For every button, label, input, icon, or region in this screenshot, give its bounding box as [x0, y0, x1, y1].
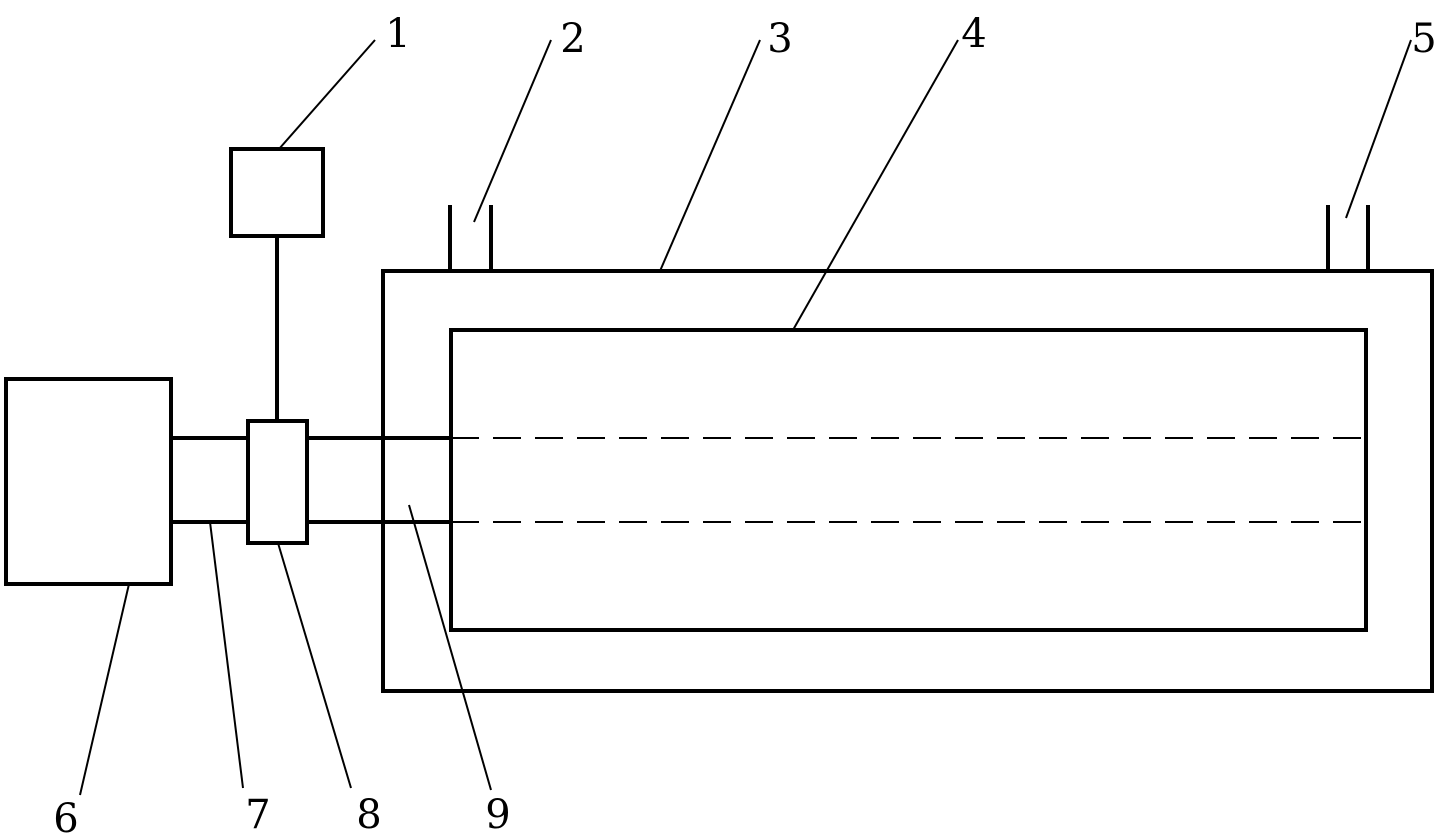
part-3-outer-housing [381, 269, 1434, 693]
callout-label-9: 9 [485, 792, 510, 838]
callout-label-8: 8 [356, 792, 381, 838]
callout-label-5: 5 [1411, 16, 1436, 62]
part-4-inner-chamber [449, 328, 1368, 632]
part-8-coupling [246, 419, 309, 545]
leader-line-8 [277, 542, 352, 789]
part-1-box [229, 147, 325, 238]
leader-line-2 [473, 39, 552, 223]
part-6-box [4, 377, 173, 586]
callout-label-4: 4 [961, 11, 986, 57]
leader-line-3 [659, 39, 761, 272]
leader-line-4 [792, 39, 959, 331]
leader-line-9 [408, 504, 492, 791]
leader-line-5 [1345, 39, 1412, 219]
leader-line-6 [79, 583, 130, 796]
callout-label-6: 6 [53, 796, 78, 839]
leader-line-1 [278, 39, 376, 150]
leader-line-7 [209, 521, 244, 789]
callout-label-2: 2 [560, 16, 585, 62]
callout-label-3: 3 [767, 16, 792, 62]
callout-label-7: 7 [245, 792, 270, 838]
callout-label-1: 1 [385, 11, 410, 57]
